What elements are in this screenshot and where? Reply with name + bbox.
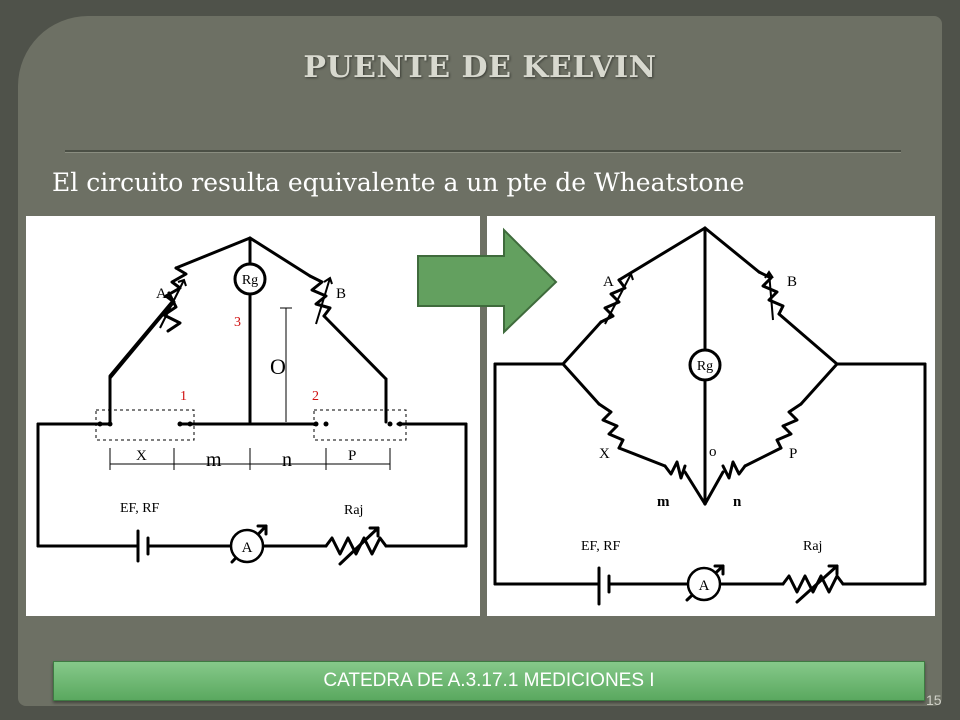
slide-subtitle: El circuito resulta equivalente a un pte… <box>52 168 745 197</box>
source-label: EF, RF <box>120 501 160 516</box>
resistor-n-label: n <box>733 494 742 510</box>
kelvin-bridge-panel: Rg A A B 3 1 2 O X m n P EF, RF Raj <box>26 216 480 616</box>
ammeter-label: A <box>242 540 253 556</box>
segment-n-label: n <box>282 449 292 471</box>
node-o-label: o <box>709 444 717 460</box>
ammeter-label: A <box>699 578 710 594</box>
segment-x-label: X <box>136 448 147 464</box>
kelvin-bridge-diagram: Rg A A B 3 1 2 O X m n P EF, RF Raj <box>36 236 468 566</box>
galvanometer-label: Rg <box>697 359 713 374</box>
segment-m-label: m <box>206 449 222 471</box>
wheatstone-equivalent-panel: Rg A A B X o P m n EF, RF Raj <box>487 216 935 616</box>
raj-label: Raj <box>344 503 363 518</box>
wheatstone-equivalent-diagram: Rg A A B X o P m n EF, RF Raj <box>493 226 927 606</box>
resistor-x-label: X <box>599 446 610 462</box>
footer-banner: CATEDRA DE A.3.17.1 MEDICIONES I <box>53 661 925 701</box>
resistor-m-label: m <box>657 494 670 510</box>
slide-title: PUENTE DE KELVIN <box>303 50 657 85</box>
galvanometer-label: Rg <box>242 273 258 288</box>
resistor-b-label: B <box>787 274 797 290</box>
segment-o-label: O <box>270 354 286 379</box>
page-number: 15 <box>926 692 942 708</box>
node-1-label: 1 <box>180 389 187 404</box>
resistor-a-label: A <box>156 286 167 302</box>
resistor-a-label: A <box>603 274 614 290</box>
segment-p-label: P <box>348 448 356 464</box>
source-label: EF, RF <box>581 539 621 554</box>
raj-label: Raj <box>803 539 822 554</box>
resistor-b-label: B <box>336 286 346 302</box>
title-divider <box>65 150 901 153</box>
node-2-label: 2 <box>312 389 319 404</box>
resistor-p-label: P <box>789 446 797 462</box>
node-3-label: 3 <box>234 315 241 330</box>
